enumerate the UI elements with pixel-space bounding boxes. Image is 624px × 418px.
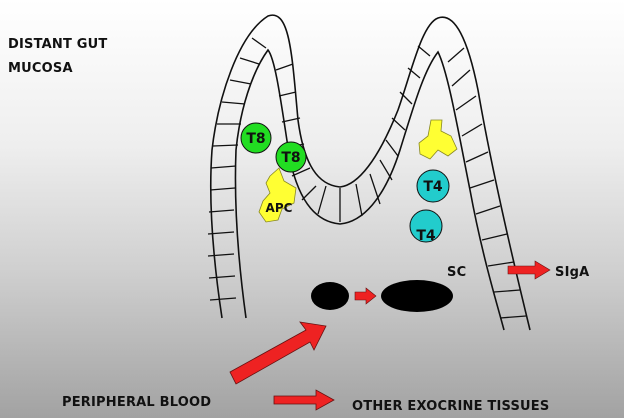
sc-label: SC (447, 265, 466, 280)
peripheral-blood-arrow (230, 322, 326, 384)
t4-label-upper: T4 (423, 179, 443, 195)
t4-cell-lower: T4 (410, 210, 442, 244)
t4-cell-upper: T4 (417, 170, 449, 202)
t8-cell-upper: T8 (241, 123, 271, 153)
other-exocrine-tissues-label: OTHER EXOCRINE TISSUES (352, 399, 549, 414)
other-tissues-arrow (274, 390, 334, 410)
apc-label: APC (266, 201, 293, 215)
t4-label-lower: T4 (416, 228, 436, 244)
b-cell (311, 282, 349, 310)
title-line-1: DISTANT GUT (8, 37, 107, 52)
t8-cell-lower: T8 (276, 142, 306, 172)
plasma-cell (381, 280, 453, 312)
apc-cell-right (419, 120, 457, 159)
epithelium-hatching (208, 38, 526, 318)
siga-label: SIgA (555, 265, 589, 280)
apc-cell: APC (259, 168, 296, 222)
villus-outer-edge (211, 15, 530, 330)
differentiation-arrow (355, 288, 376, 304)
villus-outline (211, 15, 530, 330)
t8-label-lower: T8 (281, 150, 300, 166)
t8-label-upper: T8 (246, 131, 265, 147)
title-line-2: MUCOSA (8, 61, 73, 76)
peripheral-blood-label: PERIPHERAL BLOOD (62, 395, 211, 410)
